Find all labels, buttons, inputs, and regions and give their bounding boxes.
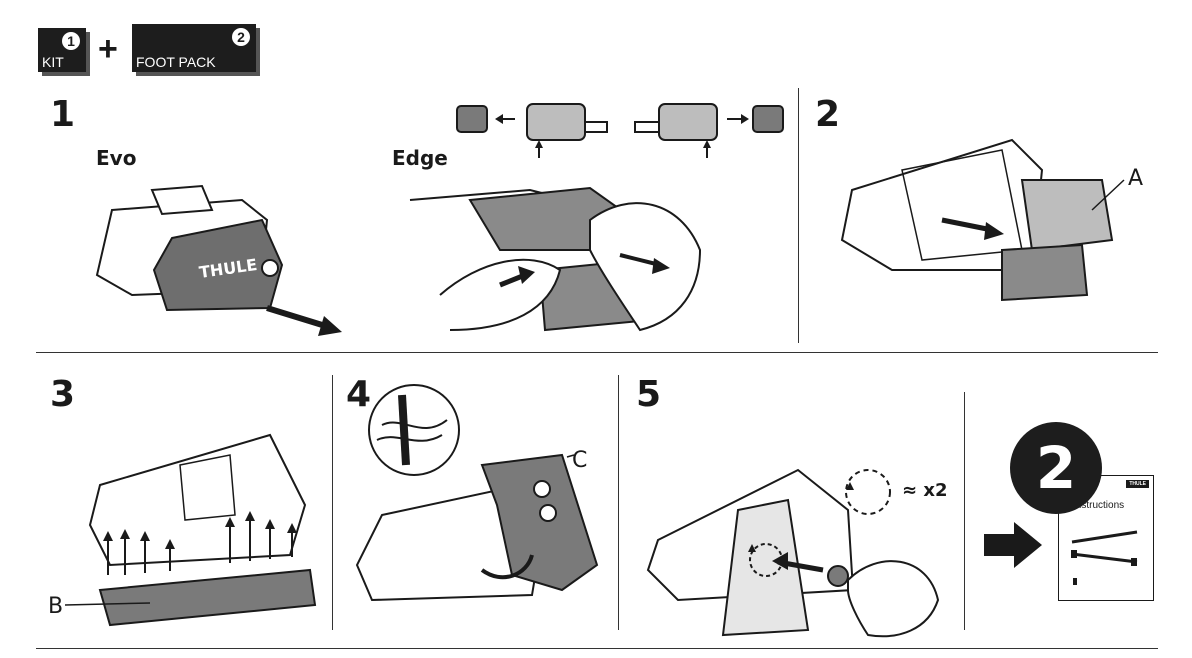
callout-b: B [48,594,64,619]
step-2-illustration [840,138,1125,302]
divider-bottom [36,648,1158,649]
step-5-illustration [646,468,940,638]
next-step-circle: 2 [1010,422,1102,514]
callout-c: C [572,448,588,473]
next-step-number: 2 [1035,434,1077,502]
divider-middle [36,352,1158,353]
step-number-1: 1 [50,94,76,135]
callout-a: A [1128,166,1144,191]
booklet-part-icon [1073,578,1077,585]
divider-3-4 [332,375,333,630]
foot-pack-box: 2 FOOT PACK [132,24,256,72]
foot-pack-label: FOOT PACK [136,54,216,70]
edge-hand-illustration [409,186,702,332]
step-number-2: 2 [815,94,841,135]
booklet-title: Instructions [1073,500,1125,511]
evo-foot-illustration: THULE [95,184,342,336]
step-number-4: 4 [346,374,372,415]
step-number-5: 5 [636,374,662,415]
kit-number: 1 [62,32,80,50]
kit-box: 1 KIT [38,28,86,72]
rotate-icon [845,469,891,515]
foot-pack-number: 2 [232,28,250,46]
variant-edge-label: Edge [392,146,448,170]
booklet-brand: THULE [1126,480,1149,488]
kit-label: KIT [42,54,64,70]
divider-4-5 [618,375,619,630]
divider-top [798,88,799,343]
divider-5-next [964,392,965,630]
magnifier-detail-icon [368,384,460,476]
variant-evo-label: Evo [96,146,137,170]
repeat-count: ≈ x2 [902,480,948,501]
step-number-3: 3 [50,374,76,415]
plus-sign: + [98,30,118,68]
edge-caps-diagram [456,103,784,158]
step-3-illustration [64,433,317,627]
step-4-illustration [355,384,599,602]
arrow-right-icon [984,522,1042,568]
booklet-bars-illustration [1071,530,1138,566]
